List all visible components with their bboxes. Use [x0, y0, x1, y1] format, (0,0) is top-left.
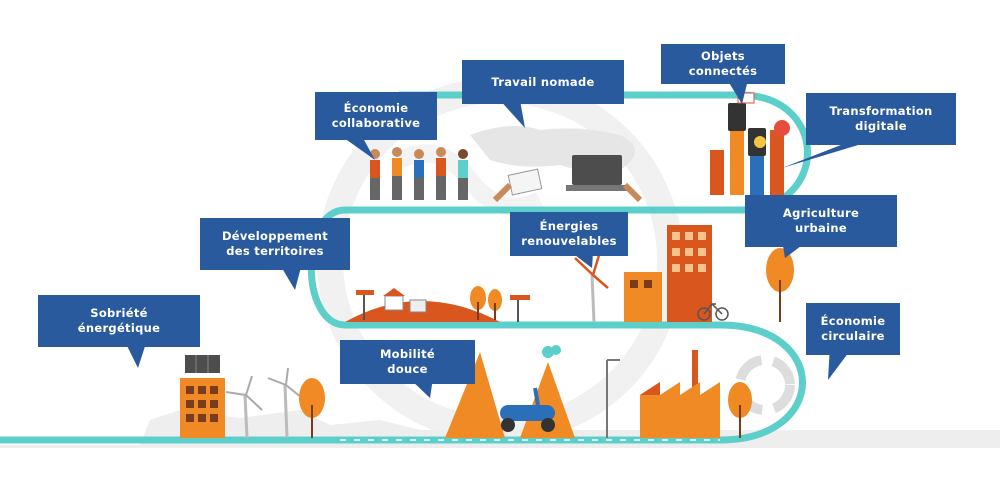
- callout-line: renouvelables: [521, 234, 617, 248]
- scooter: [500, 387, 555, 432]
- street-lamp: [606, 359, 620, 438]
- orange-buildings: [624, 225, 712, 322]
- callout-line: douce: [387, 362, 428, 376]
- callout-line: Économie: [820, 314, 886, 328]
- callout-line: Énergies: [539, 219, 599, 233]
- recycle-arrows: [735, 355, 795, 415]
- callout-shape: [200, 218, 350, 290]
- callout-line: urbaine: [795, 221, 847, 235]
- callout-shape: [462, 60, 624, 128]
- tree-level1b: [728, 382, 752, 438]
- callout-shape: [510, 212, 628, 268]
- callout-line: Mobilité: [379, 347, 436, 361]
- factory: [640, 350, 720, 438]
- callout-line: Économie: [343, 101, 409, 115]
- callout-line: digitale: [855, 119, 907, 133]
- callout-shape: [340, 340, 475, 398]
- orange-hills-houses: [345, 288, 500, 322]
- signposts: [356, 290, 530, 322]
- callout-shape: [806, 303, 900, 380]
- trees-level2: [470, 286, 502, 320]
- people-group: [370, 147, 468, 200]
- callout-line: énergétique: [77, 321, 161, 335]
- callout-line: Sobriété: [90, 306, 148, 320]
- callout-shape: [315, 92, 437, 160]
- callout-shape: [38, 295, 200, 368]
- callout-line: circulaire: [821, 329, 885, 343]
- callout-shape: [745, 195, 897, 258]
- callout-line: Agriculture: [782, 206, 860, 220]
- bicycle: [697, 302, 729, 321]
- callout-line: Objets: [701, 49, 745, 63]
- callout-line: collaborative: [331, 116, 421, 130]
- solar-building: [180, 355, 225, 438]
- callout-line: Développement: [221, 229, 329, 243]
- callout-text: Travail nomade: [462, 60, 624, 104]
- laptop-hands: [492, 155, 643, 203]
- callout-line: connectés: [688, 64, 758, 78]
- callout-shape: [661, 44, 785, 104]
- callout-line: Travail nomade: [491, 74, 595, 89]
- tree-level2b: [766, 248, 794, 322]
- callout-travail-nomade: Travail nomade: [462, 60, 624, 128]
- tree-level1: [299, 378, 325, 438]
- callout-shape: [782, 93, 956, 168]
- raised-phones: [710, 92, 790, 195]
- callout-line: des territoires: [226, 244, 324, 258]
- callout-line: Transformation: [829, 104, 933, 118]
